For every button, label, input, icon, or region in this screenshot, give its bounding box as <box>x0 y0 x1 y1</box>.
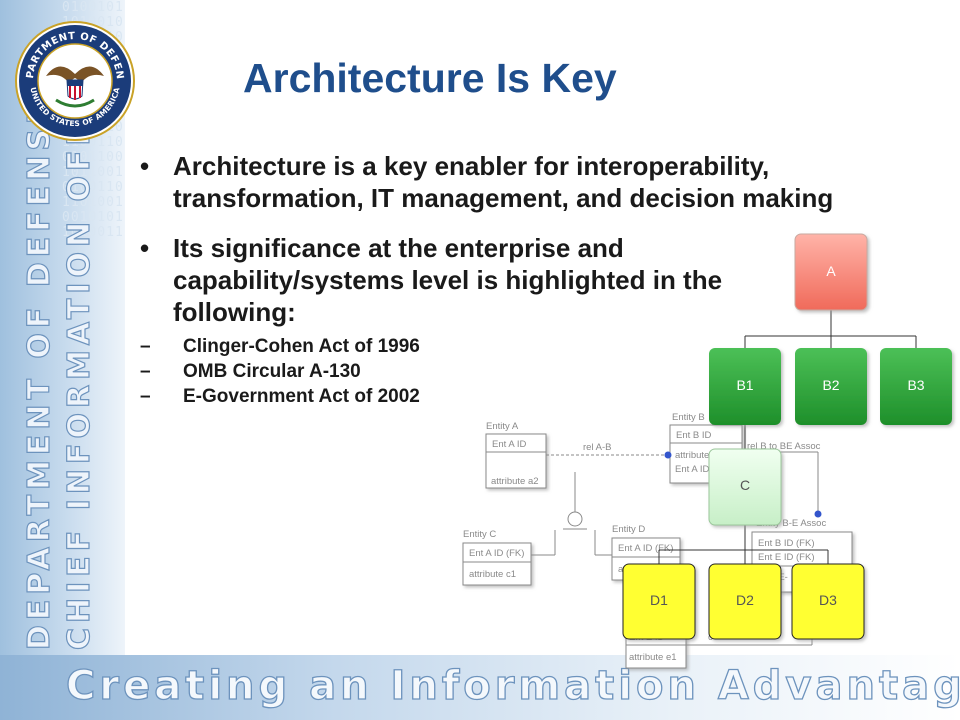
entity-be-key1: Ent B ID (FK) <box>758 538 814 549</box>
bullet-dot: • <box>140 233 150 263</box>
footer-tagline: Creating an Information Advantage <box>65 662 960 709</box>
svg-text:B2: B2 <box>822 377 839 393</box>
bullet-text: Its significance at the enterprise and c… <box>173 233 723 327</box>
svg-text:C: C <box>740 477 750 493</box>
entity-b-name: Entity B <box>672 412 705 423</box>
sub-bullet-text: Clinger-Cohen Act of 1996 <box>183 336 420 357</box>
entity-a-name: Entity A <box>486 421 519 432</box>
entity-c-name: Entity C <box>463 529 496 540</box>
node-d2: D2 <box>708 563 782 640</box>
node-a: A <box>794 233 868 311</box>
node-b2: B2 <box>795 348 867 425</box>
vertical-text-dod: DEPARTMENT OF DEFENSE <box>21 98 57 651</box>
sub-bullet-item: –OMB Circular A-130 <box>140 361 361 382</box>
entity-b-key: Ent B ID <box>676 430 712 441</box>
dod-seal-logo: DEPARTMENT OF DEFENSE UNITED STATES OF A… <box>14 20 135 141</box>
entity-be-key2: Ent E ID (FK) <box>758 552 814 563</box>
svg-text:B3: B3 <box>907 377 924 393</box>
sub-bullet-text: OMB Circular A-130 <box>183 361 361 382</box>
svg-text:A: A <box>826 263 836 279</box>
entity-c-key: Ent A ID (FK) <box>469 548 524 559</box>
sub-bullet-list: –Clinger-Cohen Act of 1996 –OMB Circular… <box>140 334 930 409</box>
svg-text:D3: D3 <box>819 592 837 608</box>
slide-title: Architecture Is Key <box>243 55 617 101</box>
node-b3: B3 <box>880 348 952 425</box>
entity-c-attr: attribute c1 <box>469 569 516 580</box>
bullet-text: Architecture is a key enabler for intero… <box>173 151 834 213</box>
node-d1: D1 <box>622 563 696 640</box>
svg-text:B1: B1 <box>736 377 753 393</box>
node-d3: D3 <box>791 563 865 640</box>
svg-text:D2: D2 <box>736 592 754 608</box>
svg-text:D1: D1 <box>650 592 668 608</box>
sub-bullet-item: –E-Government Act of 2002 <box>140 386 420 407</box>
footer-banner: Creating an Information Advantage <box>0 655 960 720</box>
node-b1: B1 <box>709 348 781 425</box>
entity-d-name: Entity D <box>612 524 645 535</box>
entity-b-attr1: attribute <box>675 450 709 461</box>
entity-a-key: Ent A ID <box>492 439 526 450</box>
entity-d-key: Ent A ID (FK) <box>618 543 673 554</box>
node-c: C <box>708 448 782 526</box>
bullet-list: • Architecture is a key enabler for inte… <box>140 150 930 409</box>
bullet-item: • Architecture is a key enabler for inte… <box>140 150 930 214</box>
rel-a-b-label: rel A-B <box>583 442 612 453</box>
sub-bullet-item: –Clinger-Cohen Act of 1996 <box>140 336 420 357</box>
bullet-dot: • <box>140 151 150 181</box>
sub-bullet-text: E-Government Act of 2002 <box>183 386 420 407</box>
entity-a-attr: attribute a2 <box>491 476 539 487</box>
bullet-item: • Its significance at the enterprise and… <box>140 232 930 328</box>
entity-b-attr2: Ent A ID <box>675 464 709 475</box>
